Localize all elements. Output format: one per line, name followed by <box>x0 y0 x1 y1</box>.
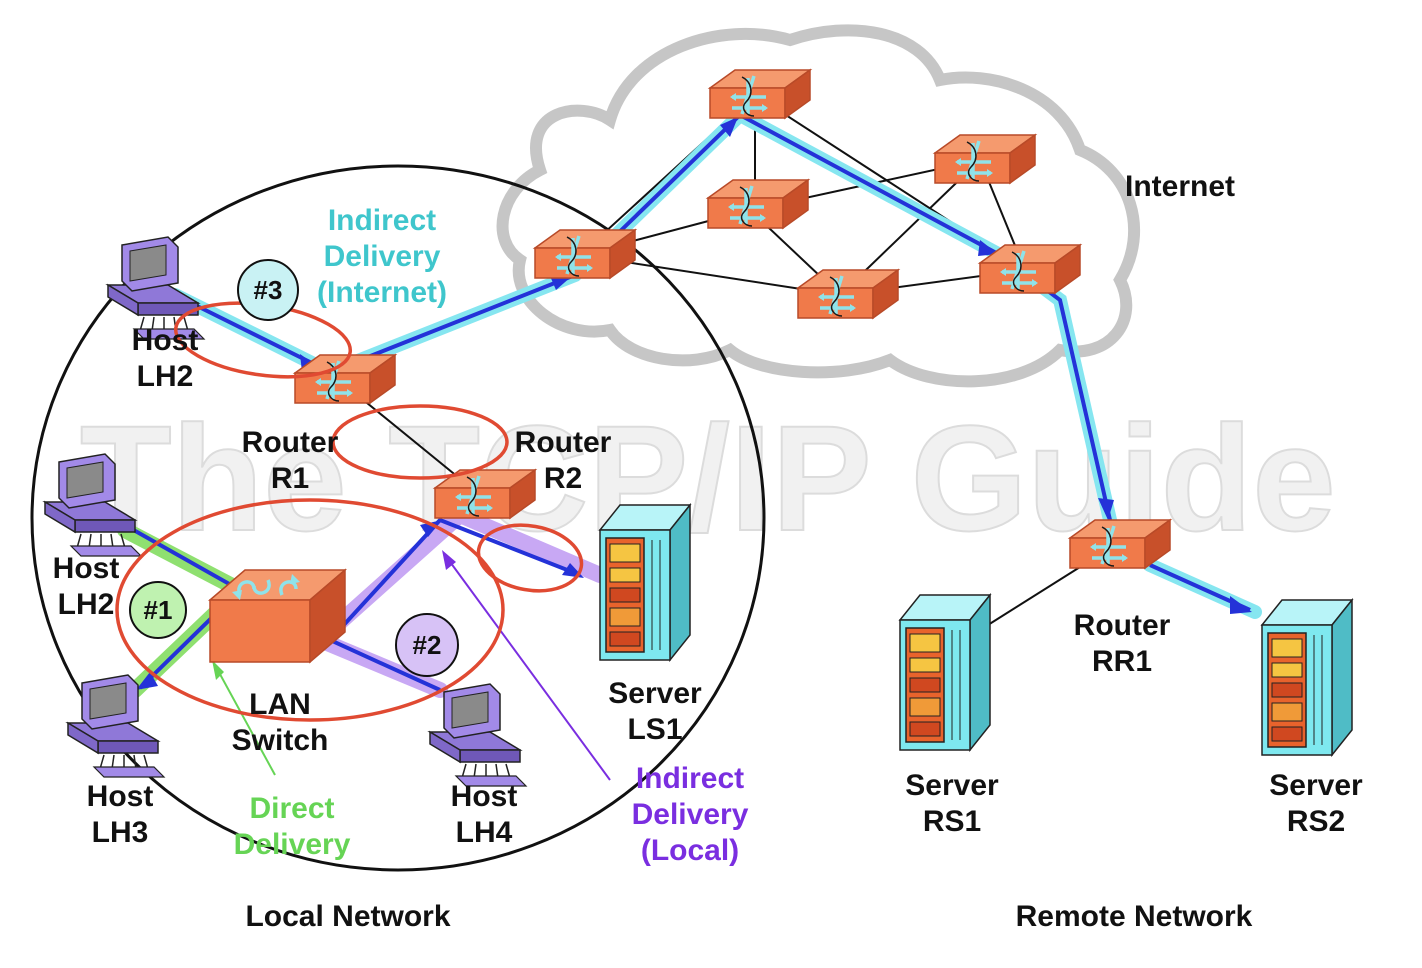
red-highlights <box>115 301 584 722</box>
router-r2-label-1: Router <box>515 426 612 459</box>
badge-1: #1 <box>129 581 187 639</box>
svg-text:#3: #3 <box>254 275 283 305</box>
indirect-local-label-2: Delivery <box>632 798 749 831</box>
indirect-local-label-3: (Local) <box>641 834 739 867</box>
host-lh2-mid-label-1: Host <box>53 552 120 585</box>
watermark-text: The TCP/IP Guide <box>80 394 1336 562</box>
internet-router-center <box>706 178 810 230</box>
server-rs1-icon <box>899 594 991 751</box>
router-rr1 <box>1068 518 1172 570</box>
highlight-lan <box>115 498 505 722</box>
svg-text:#1: #1 <box>144 595 173 625</box>
direct-pointer <box>214 664 276 776</box>
router-r1-label-2: R1 <box>271 462 309 495</box>
badge-3: #3 <box>237 259 299 321</box>
host-lh4-icon <box>429 683 527 787</box>
internet-router-bottom <box>796 268 900 320</box>
server-rs1-label-2: RS1 <box>923 805 981 838</box>
arrow-to-lh3 <box>136 672 158 690</box>
svg-text:#2: #2 <box>413 630 442 660</box>
local-indirect-path-line <box>326 517 581 692</box>
internet-router-top <box>708 68 812 120</box>
host-lh2-mid-label-2: LH2 <box>58 588 115 621</box>
lan-switch-label-2: Switch <box>232 724 329 757</box>
lan-switch-label-1: LAN <box>249 688 311 721</box>
local-network-label: Local Network <box>245 900 450 933</box>
router-r1-label-1: Router <box>242 426 339 459</box>
internet-cloud <box>496 24 1140 388</box>
router-rr1-label-1: Router <box>1074 609 1171 642</box>
remote-network-label: Remote Network <box>1016 900 1253 933</box>
server-ls1-label-1: Server <box>608 677 702 710</box>
internet-label: Internet <box>1125 170 1235 203</box>
host-lh3-icon <box>67 674 165 778</box>
badge-2: #2 <box>395 613 459 677</box>
host-lh3-label-1: Host <box>87 780 154 813</box>
host-lh3-label-2: LH3 <box>92 816 149 849</box>
router-r2-label-2: R2 <box>544 462 582 495</box>
highlight-r2-ls1 <box>476 523 584 593</box>
internet-router-edge <box>978 243 1082 295</box>
highlight-r1-r2 <box>331 404 509 480</box>
internet-router-right <box>933 133 1037 185</box>
local-network-boundary <box>30 164 766 872</box>
server-rs2-icon <box>1261 599 1353 756</box>
internet-router-left <box>533 228 637 280</box>
indirect-internet-label-3: (Internet) <box>317 276 447 309</box>
direct-delivery-label-2: Delivery <box>234 828 351 861</box>
host-lh2-top-label-1: Host <box>132 324 199 357</box>
arrow-to-r2 <box>420 520 442 537</box>
indirect-local-pointer <box>444 554 611 781</box>
indirect-internet-label-2: Delivery <box>324 240 441 273</box>
indirect-internet-label-1: Indirect <box>328 204 436 237</box>
server-rs1-label-1: Server <box>905 769 999 802</box>
direct-delivery-label-1: Direct <box>249 792 334 825</box>
indirect-local-label-1: Indirect <box>636 762 744 795</box>
lan-switch <box>207 568 348 664</box>
server-ls1-icon <box>599 504 691 661</box>
host-lh4-label-1: Host <box>451 780 518 813</box>
server-rs2-label-2: RS2 <box>1287 805 1345 838</box>
server-ls1-label-2: LS1 <box>627 713 682 746</box>
host-lh2-top-label-2: LH2 <box>137 360 194 393</box>
host-lh4-label-2: LH4 <box>456 816 513 849</box>
server-rs2-label-1: Server <box>1269 769 1363 802</box>
router-rr1-label-2: RR1 <box>1092 645 1152 678</box>
